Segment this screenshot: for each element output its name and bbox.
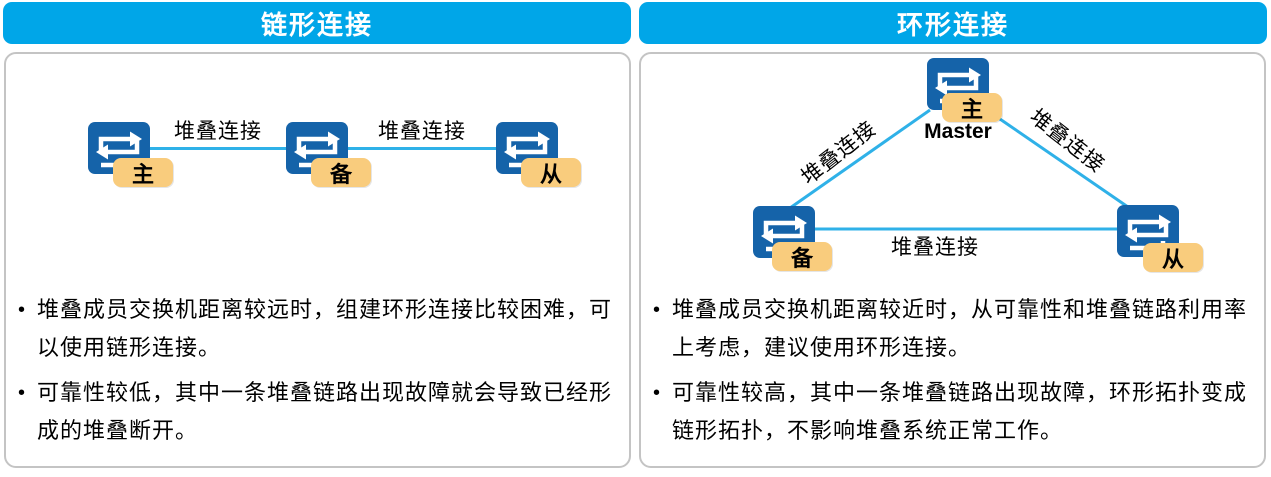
list-item: • 堆叠成员交换机距离较远时，组建环形连接比较困难，可 以使用链形连接。 [18,291,621,367]
role-badge-master: 主 [942,93,1002,122]
chain-panel-card: 堆叠连接 堆叠连接 主 备 从 • 堆叠成员交换机距离较远时，组建环形连接比较困… [4,52,631,468]
bullet-text: 堆叠成员交换机距离较近时，从可靠性和堆叠链路利用率 上考虑，建议使用环形连接。 [672,297,1248,360]
chain-panel-title: 链形连接 [260,9,373,40]
bullet-icon: • [653,299,661,321]
role-badge-master: 主 [113,158,173,187]
chain-panel-header: 链形连接 [3,2,631,44]
ring-panel-header: 环形连接 [639,2,1267,44]
stack-link-label: 堆叠连接 [378,120,466,143]
list-item: • 可靠性较高，其中一条堆叠链路出现故障，环形拓扑变成 链形拓扑，不影响堆叠系统… [653,374,1256,450]
list-item: • 可靠性较低，其中一条堆叠链路出现故障就会导致已经形 成的堆叠断开。 [18,374,621,450]
stack-link-line-right [996,115,1129,209]
stack-link-line-left [789,108,931,210]
bullet-icon: • [18,382,26,404]
role-badge-standby: 备 [311,158,371,187]
role-badge-standby: 备 [772,242,832,271]
ring-panel-title: 环形连接 [896,9,1009,40]
bullet-text: 可靠性较高，其中一条堆叠链路出现故障，环形拓扑变成 链形拓扑，不影响堆叠系统正常… [672,380,1248,443]
role-badge-slave: 从 [1143,243,1203,272]
stack-link-label: 堆叠连接 [174,120,262,143]
bullet-icon: • [653,382,661,404]
stack-link-label: 堆叠连接 [891,236,979,259]
ring-panel-card: 堆叠连接 堆叠连接 堆叠连接 主 Master 备 从 • 堆叠成员交换机距离较… [639,52,1266,468]
bullet-text: 可靠性较低，其中一条堆叠链路出现故障就会导致已经形 成的堆叠断开。 [37,380,613,443]
chain-bullet-list: • 堆叠成员交换机距离较远时，组建环形连接比较困难，可 以使用链形连接。 • 可… [18,291,621,457]
role-badge-slave: 从 [521,158,581,187]
list-item: • 堆叠成员交换机距离较近时，从可靠性和堆叠链路利用率 上考虑，建议使用环形连接… [653,291,1256,367]
bullet-icon: • [18,299,26,321]
ring-links [784,108,1148,231]
master-caption: Master [924,120,992,143]
bullet-text: 堆叠成员交换机距离较远时，组建环形连接比较困难，可 以使用链形连接。 [37,297,613,360]
ring-bullet-list: • 堆叠成员交换机距离较近时，从可靠性和堆叠链路利用率 上考虑，建议使用环形连接… [653,291,1256,457]
